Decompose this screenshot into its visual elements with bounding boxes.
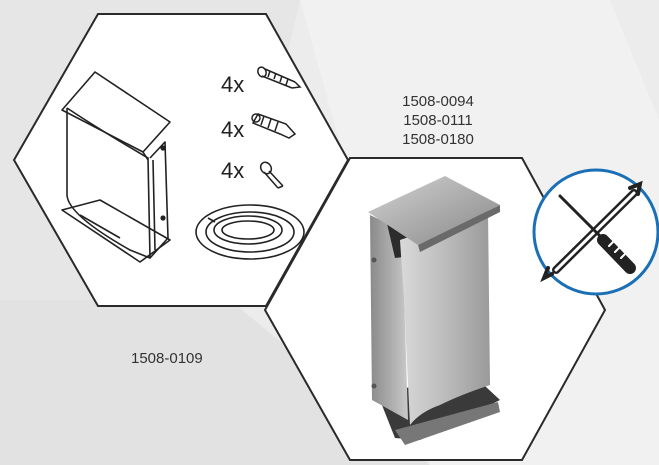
tools-icon (540, 180, 643, 283)
product-code-3: 1508-0180 (402, 131, 474, 148)
kit-code: 1508-0109 (131, 350, 203, 367)
product-code-1: 1508-0094 (402, 93, 474, 110)
product-codes: 1508-0094 1508-0111 1508-0180 (383, 92, 493, 149)
bolt-quantity: 4x (221, 158, 245, 183)
screw-quantity: 4x (221, 72, 245, 97)
wall-plug-quantity: 4x (221, 117, 245, 142)
product-code-2: 1508-0111 (403, 112, 473, 129)
